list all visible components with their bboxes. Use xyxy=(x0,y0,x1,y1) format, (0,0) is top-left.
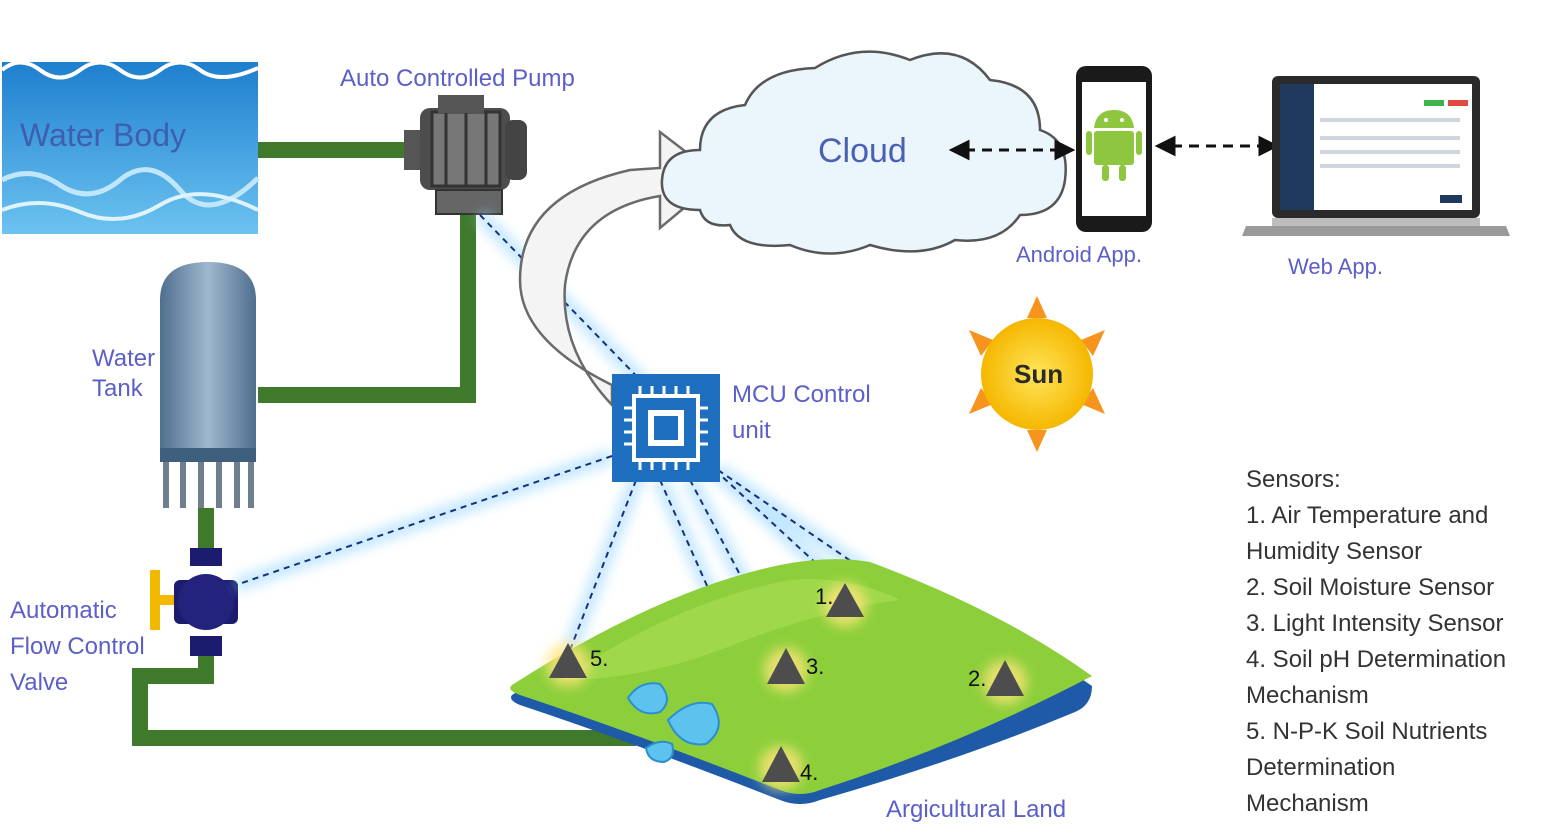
water-tank-label-line2: Tank xyxy=(92,375,143,402)
sensor-legend-heading: Sensors: xyxy=(1246,466,1341,493)
sensor-3-marker xyxy=(767,648,805,684)
valve-label-line2: Flow Control xyxy=(10,633,145,660)
water-pipes xyxy=(132,142,636,746)
sensor-4-marker xyxy=(762,746,800,782)
agricultural-land-label: Argicultural Land xyxy=(886,796,1067,823)
flow-control-valve xyxy=(150,548,238,656)
sensor-2-marker xyxy=(986,660,1024,696)
valve-label-line3: Valve xyxy=(10,669,69,696)
sensor-legend-item: Mechanism xyxy=(1246,682,1369,709)
sensor-legend: Sensors: 1. Air Temperature and Humidity… xyxy=(1246,462,1546,822)
sun-label: Sun xyxy=(1014,359,1064,389)
mcu-label-line1: MCU Control xyxy=(732,381,871,408)
android-app-label: Android App. xyxy=(1016,242,1142,267)
sensor-3-number: 3. xyxy=(806,654,825,679)
sensor-legend-item: 3. Light Intensity Sensor xyxy=(1246,610,1504,637)
android-phone xyxy=(1076,66,1152,232)
sensor-5-marker xyxy=(549,643,587,678)
sensor-legend-item: 1. Air Temperature and xyxy=(1246,502,1489,529)
auto-controlled-pump xyxy=(404,95,527,215)
valve-label-line1: Automatic xyxy=(10,597,117,624)
water-body xyxy=(0,60,260,234)
sensor-legend-item: 5. N-P-K Soil Nutrients xyxy=(1246,718,1488,745)
sensor-2-number: 2. xyxy=(968,666,987,691)
sensor-markers xyxy=(546,583,1027,790)
cloud xyxy=(660,50,1067,255)
pump-label: Auto Controlled Pump xyxy=(340,65,575,92)
sensor-legend-item: Determination xyxy=(1246,754,1396,781)
water-tank xyxy=(160,262,256,508)
web-app-label: Web App. xyxy=(1288,254,1383,279)
cloud-label: Cloud xyxy=(818,132,907,170)
water-drops xyxy=(626,682,720,764)
sun xyxy=(969,296,1105,452)
sensor-legend-item: Humidity Sensor xyxy=(1246,538,1423,565)
sensor-legend-item: 4. Soil pH Determination xyxy=(1246,646,1507,673)
sensor-legend-item: Mechanism xyxy=(1246,790,1369,817)
android-logo-icon xyxy=(1086,110,1142,181)
sensor-1-number: 1. xyxy=(815,584,834,609)
sensor-legend-item: 2. Soil Moisture Sensor xyxy=(1246,574,1495,601)
sensor-4-number: 4. xyxy=(800,760,819,785)
mcu-label-line2: unit xyxy=(732,417,771,444)
water-body-label: Water Body xyxy=(20,117,186,153)
sensor-1-marker xyxy=(826,583,864,617)
sensor-5-number: 5. xyxy=(590,646,609,671)
data-sync-arrows xyxy=(948,135,1280,161)
laptop-web-app xyxy=(1242,76,1510,236)
water-tank-label-line1: Water xyxy=(92,345,156,372)
mcu-control-unit xyxy=(612,374,720,482)
